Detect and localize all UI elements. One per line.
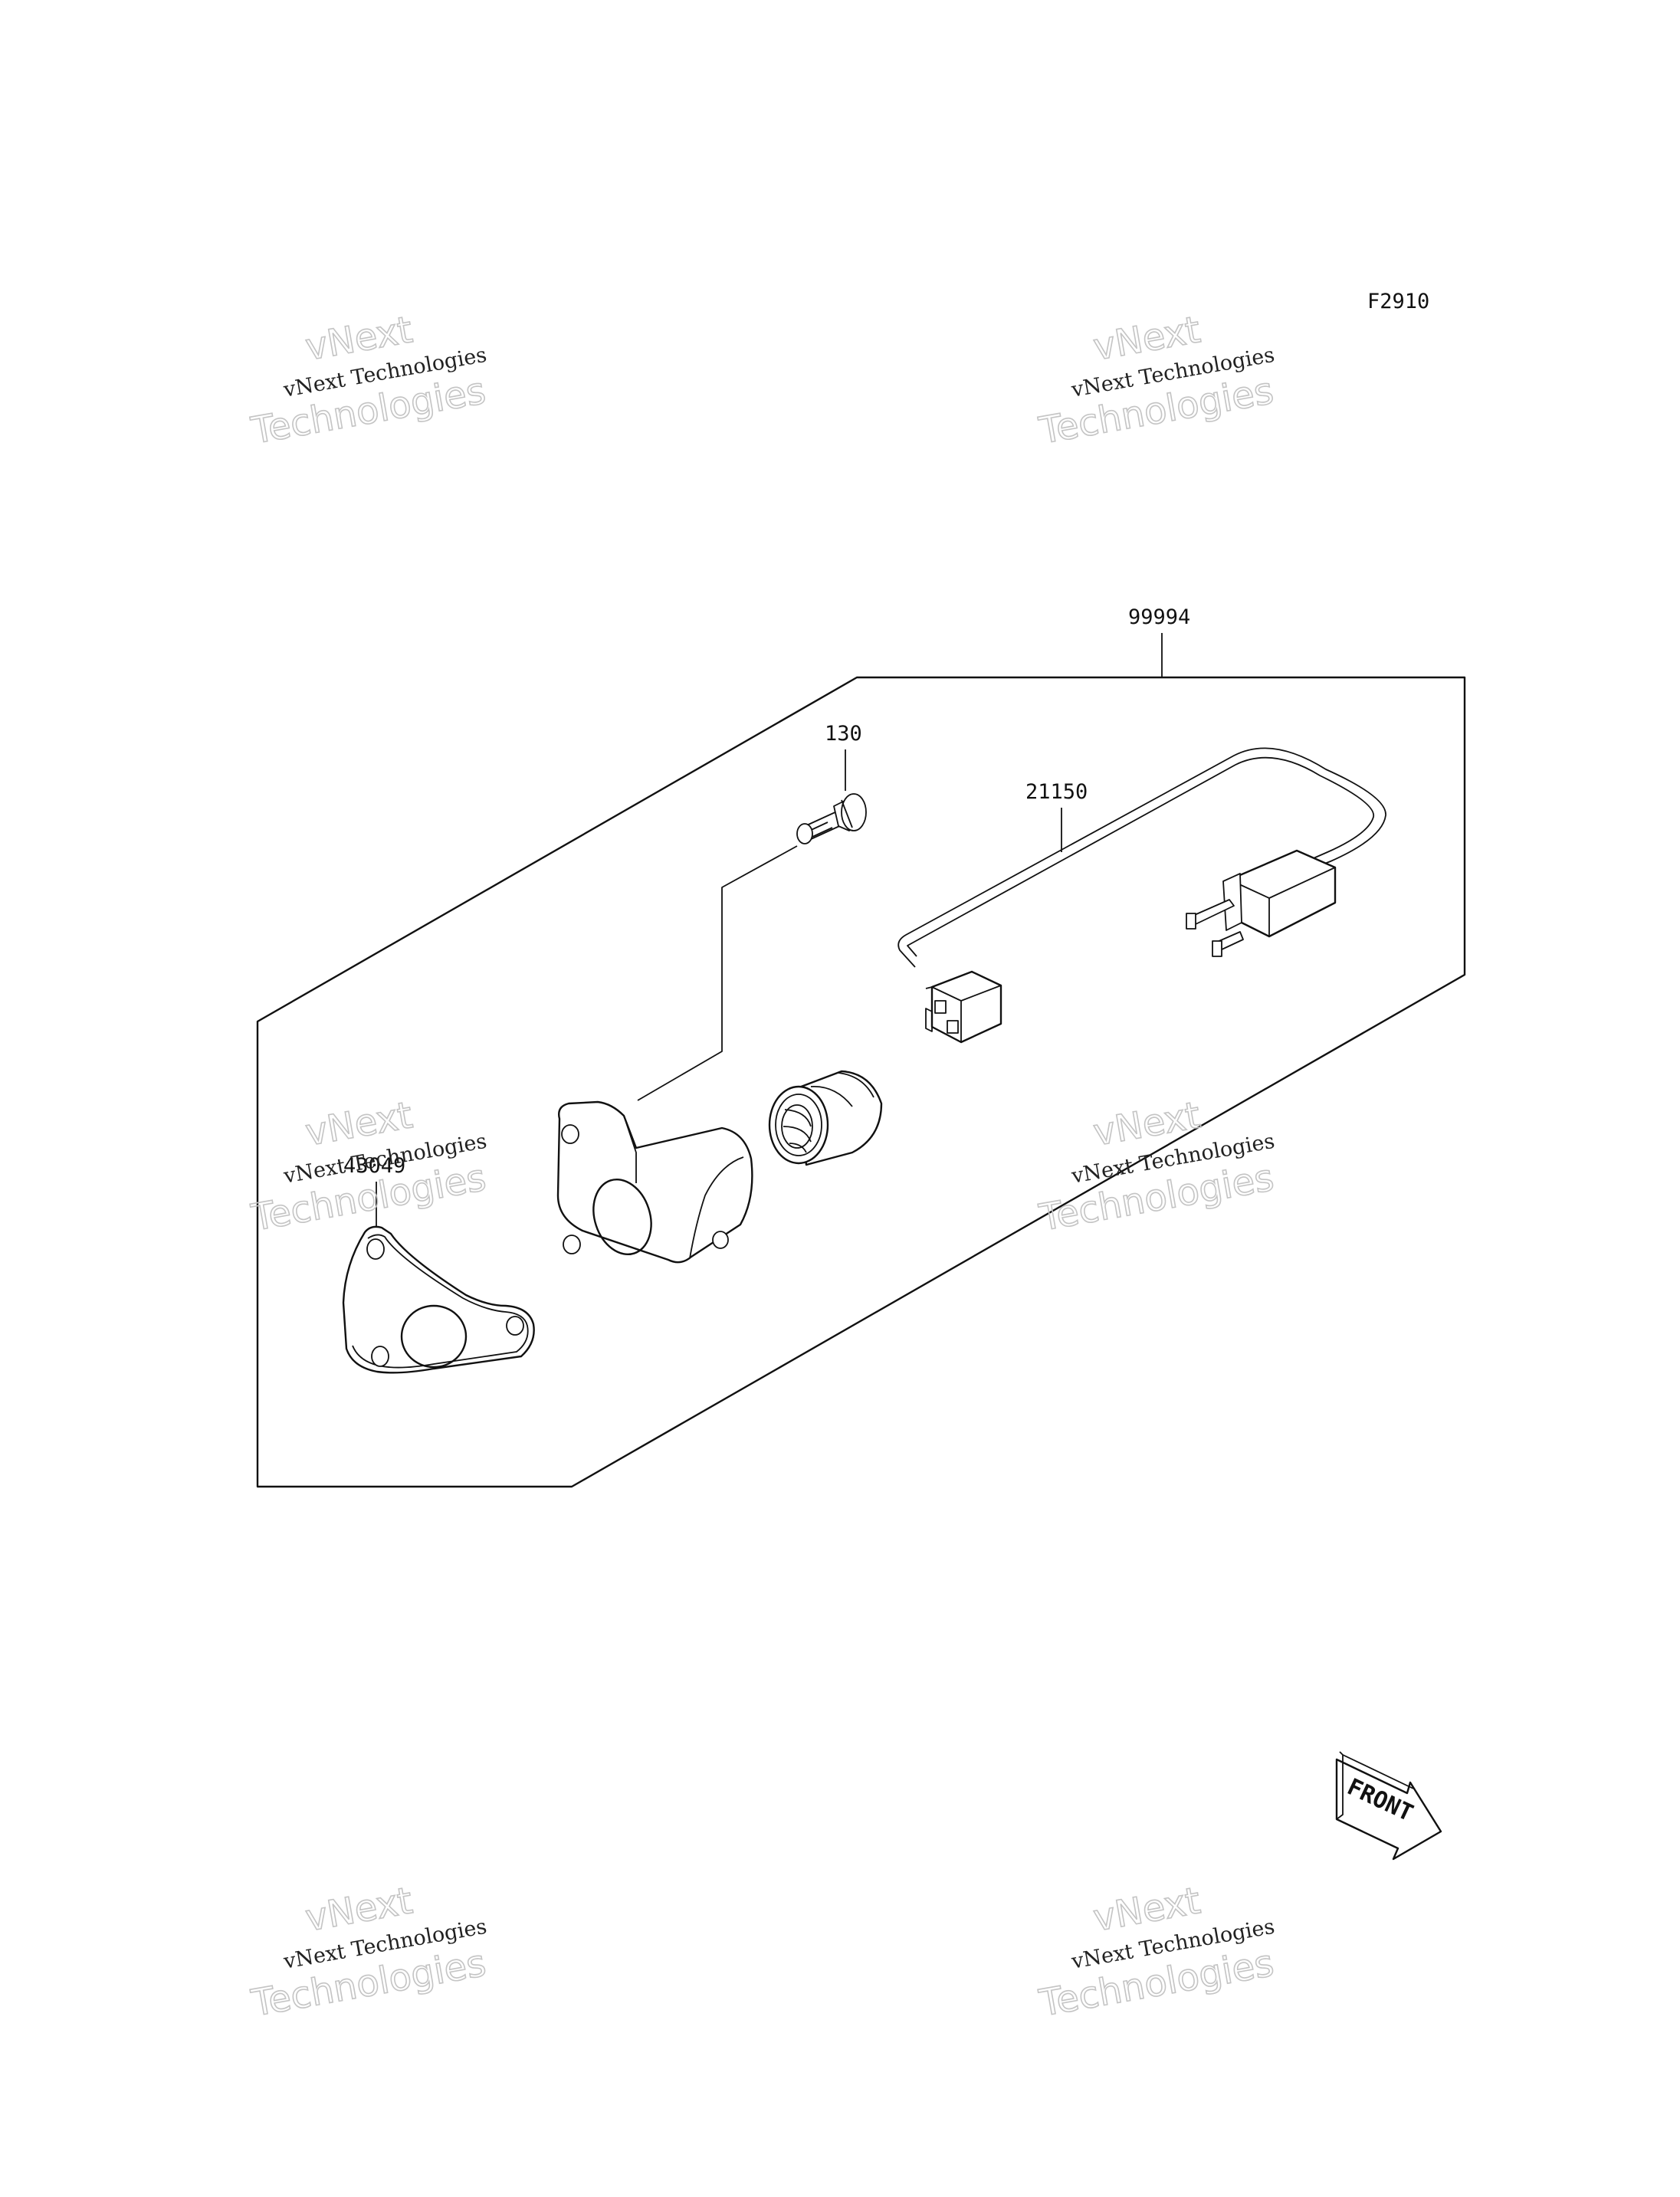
figure-code: F2910: [1367, 290, 1429, 313]
female-connector: [925, 970, 1002, 1044]
callout-gasket: 43049: [343, 1154, 405, 1178]
male-connector: [1186, 849, 1337, 957]
watermark-bottom-left: vNext vNext Technologies Technologies: [248, 1878, 490, 2025]
callout-kit: 99994: [1128, 605, 1190, 629]
harness-wire: [897, 747, 1386, 968]
watermark-mid-right: vNext vNext Technologies Technologies: [1035, 1093, 1278, 1240]
front-direction-marker: FRONT: [1335, 1751, 1442, 1861]
gasket-43049: [342, 1225, 535, 1374]
watermark-bottom-right: vNext vNext Technologies Technologies: [1035, 1878, 1278, 2025]
leader-bolt-to-bracket: [637, 845, 798, 1101]
harness-wire-inner: [907, 756, 1374, 957]
watermark-top-right: vNext vNext Technologies Technologies: [1035, 307, 1278, 453]
bolt-130: [796, 793, 867, 844]
bracket: [556, 1100, 753, 1264]
watermark-top-left: vNext vNext Technologies Technologies: [248, 307, 490, 453]
watermark-mid-left: vNext vNext Technologies Technologies: [248, 1093, 490, 1240]
thermo-switch: [768, 1070, 883, 1166]
callout-bolt: 130: [825, 722, 862, 746]
kit-outline: [256, 676, 1466, 1488]
callout-harness: 21150: [1025, 780, 1088, 804]
